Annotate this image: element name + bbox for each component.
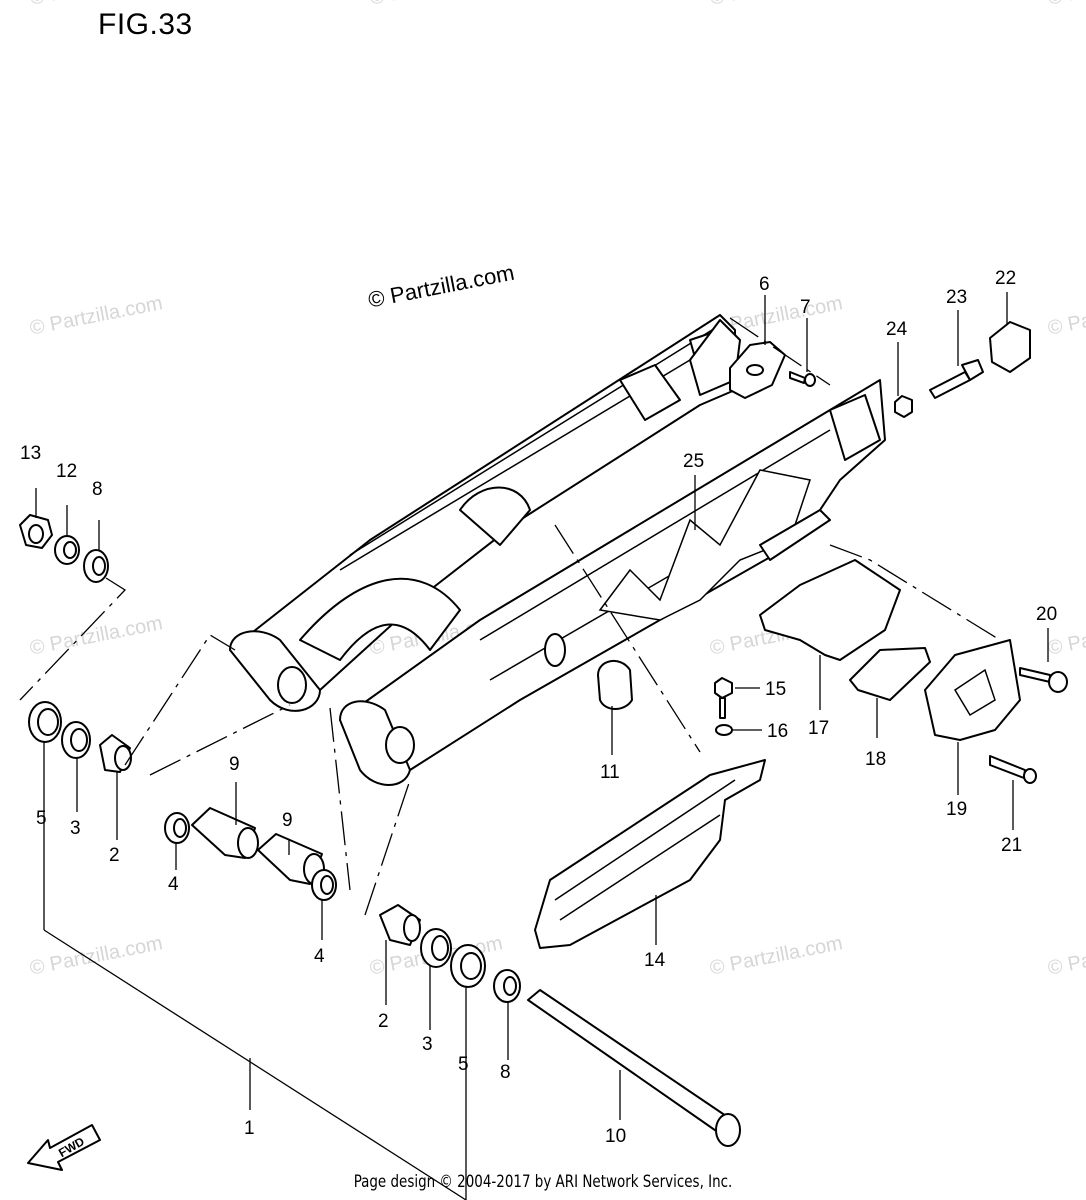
part-19-plate[interactable] — [924, 639, 1021, 741]
part-23-bolt[interactable] — [929, 359, 984, 399]
part-20-bolt[interactable] — [1019, 667, 1068, 693]
part-3-ring-left[interactable] — [61, 721, 91, 759]
part-3-ring-right[interactable] — [420, 928, 452, 968]
callout-21: 21 — [1001, 835, 1022, 856]
callout-3: 3 — [70, 818, 81, 839]
callout-7: 7 — [800, 297, 811, 318]
callout-19: 19 — [946, 799, 967, 820]
part-2-bearing-right[interactable] — [379, 904, 421, 946]
callout-5: 5 — [36, 808, 47, 829]
callout-6: 6 — [759, 274, 770, 295]
callout-2: 2 — [109, 845, 120, 866]
callout-3: 3 — [422, 1034, 433, 1055]
part-12-washer[interactable] — [54, 535, 80, 565]
callout-9: 9 — [229, 754, 240, 775]
callout-labels: 1 2 2 3 3 4 4 5 5 6 7 8 8 9 9 10 11 12 1… — [20, 268, 1057, 1147]
callout-4: 4 — [168, 874, 179, 895]
callout-22: 22 — [995, 268, 1016, 289]
figure-title: FIG.33 — [98, 8, 193, 41]
part-4-spacer-right[interactable] — [311, 869, 337, 901]
callout-23: 23 — [946, 287, 967, 308]
part-5-seal-right[interactable] — [450, 944, 486, 988]
callout-17: 17 — [808, 718, 829, 739]
footer-copyright: Page design © 2004-2017 by ARI Network S… — [353, 1172, 733, 1192]
fwd-arrow-icon: FWD — [27, 1124, 101, 1171]
part-2-bearing-left[interactable] — [99, 734, 132, 773]
callout-14: 14 — [644, 950, 666, 971]
callout-1: 1 — [244, 1118, 255, 1139]
part-22-clip[interactable] — [989, 321, 1031, 373]
callout-18: 18 — [865, 749, 886, 770]
part-7-screw[interactable] — [789, 371, 816, 387]
callout-9: 9 — [282, 810, 293, 831]
part-21-bolt[interactable] — [989, 755, 1037, 784]
callout-15: 15 — [765, 679, 786, 700]
callout-25: 25 — [683, 451, 704, 472]
part-15-bolt[interactable] — [714, 677, 733, 719]
part-6-plate[interactable] — [729, 341, 786, 399]
callout-24: 24 — [886, 319, 908, 340]
part-8-collar[interactable] — [83, 549, 109, 583]
callout-4: 4 — [314, 946, 325, 967]
callout-5: 5 — [458, 1054, 469, 1075]
leader-lines — [35, 292, 1049, 1200]
callout-16: 16 — [767, 721, 788, 742]
swingarm[interactable] — [229, 314, 886, 786]
callout-8: 8 — [92, 479, 103, 500]
part-14-chain-guide[interactable] — [534, 759, 766, 949]
part-16-washer[interactable] — [715, 724, 733, 736]
part-10-pivot-shaft[interactable] — [527, 989, 741, 1147]
part-9-sleeve-a[interactable] — [191, 807, 259, 859]
callout-8: 8 — [500, 1062, 511, 1083]
part-18-pad[interactable] — [849, 647, 931, 701]
part-24-nut[interactable] — [894, 395, 913, 418]
part-4-spacer-left[interactable] — [164, 812, 190, 844]
assembly-lines — [19, 317, 1001, 916]
callout-2: 2 — [378, 1011, 389, 1032]
part-17-guard[interactable] — [759, 559, 901, 661]
part-5-seal-left[interactable] — [28, 701, 62, 743]
callout-13: 13 — [20, 443, 41, 464]
callout-20: 20 — [1036, 604, 1057, 625]
callout-12: 12 — [56, 461, 77, 482]
part-11-cap[interactable] — [597, 660, 633, 710]
callout-11: 11 — [600, 762, 620, 783]
part-13-nut[interactable] — [19, 514, 53, 549]
callout-10: 10 — [605, 1126, 626, 1147]
part-8-collar-right[interactable] — [493, 969, 521, 1003]
